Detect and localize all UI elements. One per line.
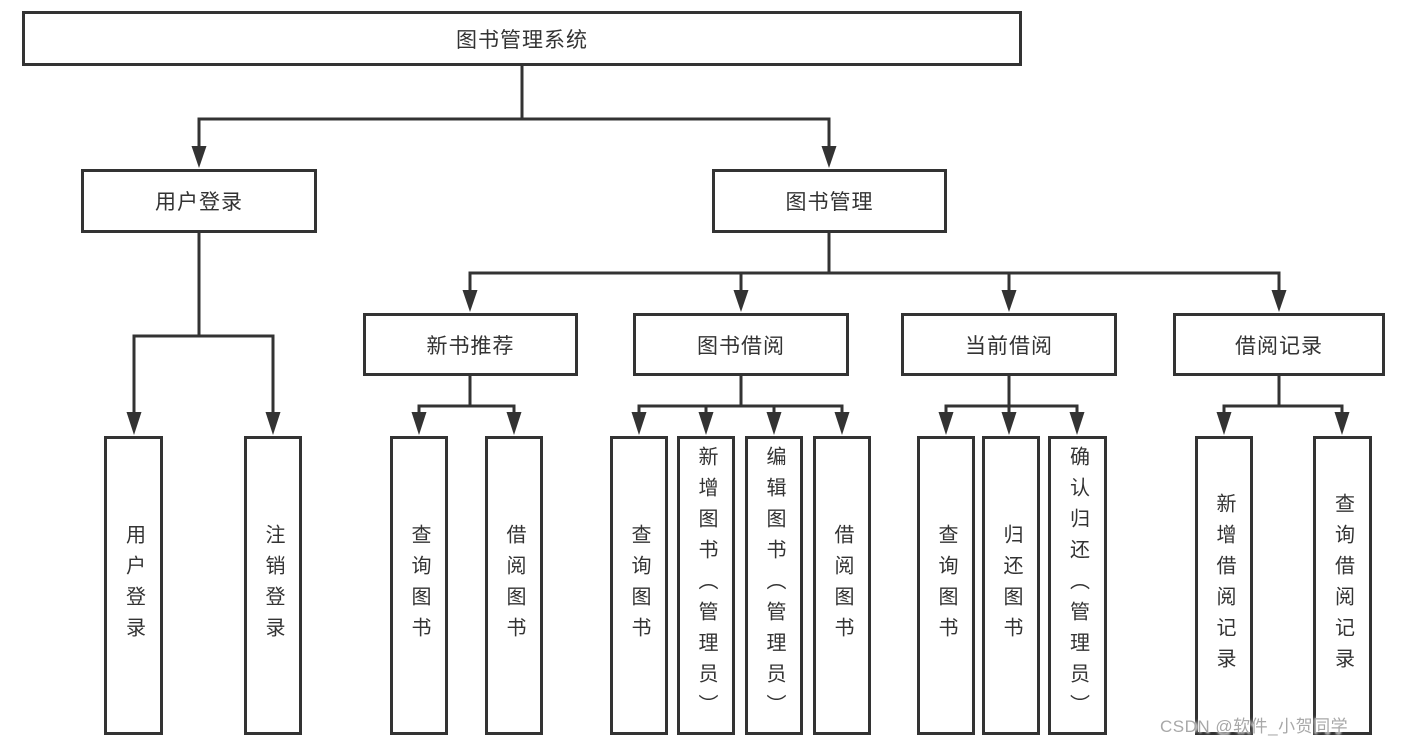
leaf-query-borrow-record: 查询借阅记录 [1313,436,1372,735]
node-book-management: 图书管理 [712,169,947,233]
node-book-borrowing: 图书借阅 [633,313,849,376]
leaf-label: 注销登录 [262,523,284,648]
leaf-query-books: 查询图书 [390,436,448,735]
node-label: 当前借阅 [965,334,1053,358]
leaf-label: 新增借阅记录 [1213,492,1235,679]
csdn-watermark: CSDN @软件_小贺同学 [1160,717,1349,736]
node-label: 借阅记录 [1235,334,1323,358]
node-new-book-recommendation: 新书推荐 [363,313,578,376]
node-label: 图书管理系统 [456,28,588,52]
leaf-add-borrow-record: 新增借阅记录 [1195,436,1253,735]
connector-new-books-to-leaves [411,374,522,435]
leaf-label: 查询图书 [408,523,430,648]
node-label: 新书推荐 [426,334,515,358]
leaf-label: 归还图书 [1000,523,1022,648]
node-label: 图书借阅 [697,334,785,358]
leaf-label: 编辑图书（管理员） [763,446,785,725]
node-label: 用户登录 [155,191,243,214]
node-library-management-system: 图书管理系统 [22,11,1022,66]
leaf-label: 用户登录 [122,523,145,648]
leaf-logout: 注销登录 [244,436,302,735]
leaf-label: 确认归还（管理员） [1066,446,1089,725]
node-current-borrowing: 当前借阅 [901,313,1117,376]
connector-root-to-level2 [191,64,837,168]
leaf-confirm-return-admin: 确认归还（管理员） [1048,436,1107,735]
connector-book-mgmt-to-level3 [462,231,1287,312]
connector-current-borrow-to-leaves [938,374,1085,435]
leaf-query-books: 查询图书 [610,436,668,735]
connector-borrow-records-to-leaves [1216,374,1350,435]
leaf-label: 借阅图书 [831,523,853,648]
node-borrowing-records: 借阅记录 [1173,313,1385,376]
connector-user-login-to-leaves [126,231,281,435]
leaf-return-books: 归还图书 [982,436,1040,735]
leaf-label: 查询图书 [628,523,650,648]
leaf-borrow-books: 借阅图书 [485,436,543,735]
leaf-label: 新增图书（管理员） [695,446,717,725]
leaf-label: 借阅图书 [503,523,525,648]
leaf-label: 查询图书 [935,523,957,648]
leaf-edit-book-admin: 编辑图书（管理员） [745,436,803,735]
leaf-query-books: 查询图书 [917,436,975,735]
connector-book-borrow-to-leaves [631,374,850,435]
leaf-label: 查询借阅记录 [1331,492,1354,679]
node-label: 图书管理 [785,191,874,214]
leaf-add-book-admin: 新增图书（管理员） [677,436,735,735]
leaf-borrow-books: 借阅图书 [813,436,871,735]
leaf-user-login: 用户登录 [104,436,163,735]
node-user-login: 用户登录 [81,169,317,233]
